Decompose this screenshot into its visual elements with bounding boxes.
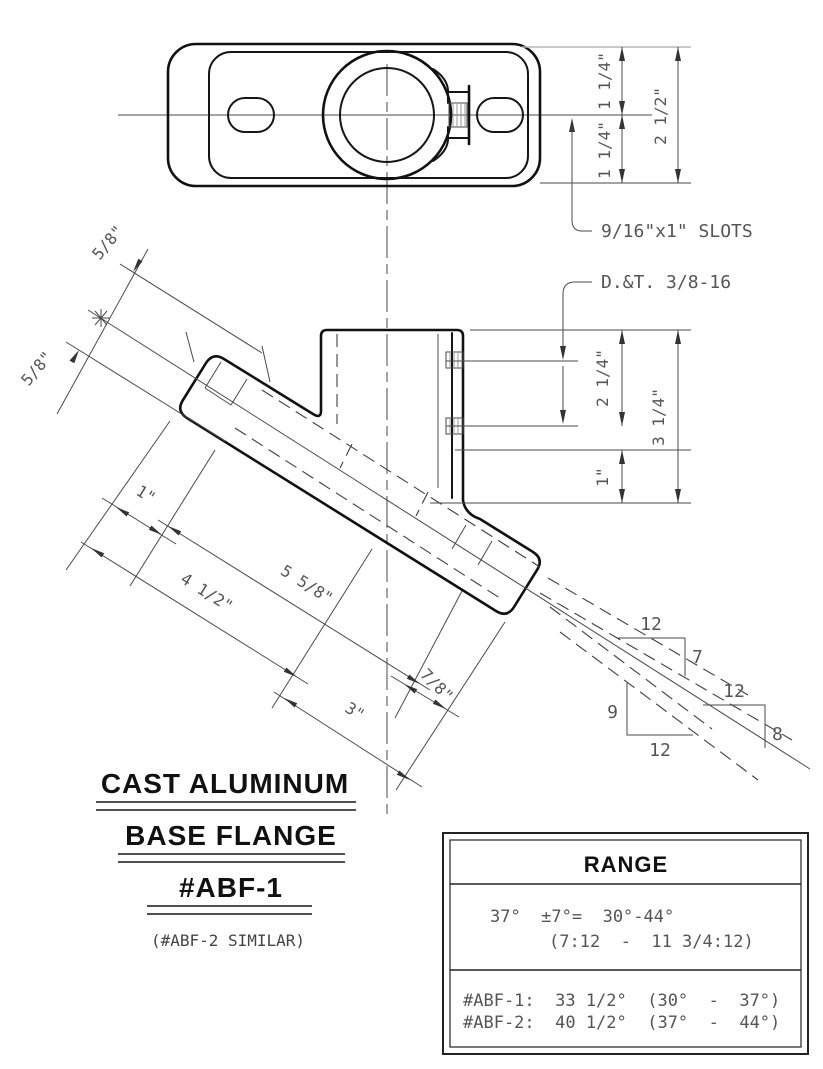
slope-triangle-12-8: 12 8 (703, 681, 783, 748)
pinch-screw (448, 102, 468, 128)
arrowhead (619, 47, 625, 61)
socket-hidden-detail (185, 331, 541, 601)
slope-triangle-12-7: 12 7 (618, 614, 703, 676)
dim-span-a-label: 4 1/2" (177, 569, 236, 616)
pipe-range-dashed-3 (559, 631, 759, 781)
arrowhead (91, 548, 105, 558)
clamp-boss-bore-circle (339, 67, 435, 163)
t1-rise-label: 7 (692, 647, 703, 668)
left-slot (227, 97, 275, 133)
arrowhead (168, 526, 182, 536)
side-view (178, 328, 542, 616)
pipe-hidden-upper-edge (261, 389, 541, 568)
pipe-axis-line (87, 309, 811, 770)
side-view-outline (178, 328, 542, 616)
slots-callout-label: 9/16"x1" SLOTS (601, 221, 753, 242)
arrowhead (133, 258, 143, 272)
arrowhead (284, 698, 298, 708)
similar-note: (#ABF-2 SIMILAR) (151, 931, 305, 950)
slope-triangle-9-12: 9 12 (607, 683, 693, 761)
arrowhead (432, 699, 446, 709)
dim-span-c-label: 3" (342, 698, 368, 724)
dim-boss-height-label: 3 1/4" (649, 388, 668, 446)
pipe-range-dashed-1 (539, 592, 793, 741)
pipe-range-dashed-2 (547, 577, 749, 696)
arrowhead (619, 489, 625, 503)
dim-offset-upper-label: 5/8" (88, 222, 127, 264)
arrowhead (396, 770, 410, 780)
range-abf2: #ABF-2: 40 1/2° (37° - 44°) (463, 1013, 780, 1033)
range-abf1: #ABF-1: 33 1/2° (30° - 37°) (463, 991, 780, 1011)
tap-callout-label: D.&T. 3/8-16 (601, 272, 731, 293)
tap-leader (562, 281, 592, 352)
range-table-outer-border (442, 832, 809, 1055)
arrowhead (675, 489, 681, 503)
slots-leader (571, 126, 592, 232)
dim-offset-lower-label: 5/8" (17, 348, 56, 390)
range-header: RANGE (584, 852, 668, 877)
dim-overall-width-label: 2 1/2" (651, 87, 670, 145)
arrowhead (116, 507, 130, 517)
arrowhead (619, 169, 625, 183)
arrowhead (619, 412, 625, 426)
arrowhead (619, 330, 625, 344)
dim-bottom-half-label: 1 1/4" (595, 121, 614, 179)
arrowhead (619, 450, 625, 464)
arrowhead (619, 101, 625, 115)
offset-dim-line (56, 248, 149, 415)
side-dimensions-lower-left: 1" 4 1/2" 5 5/8" 3" 7/8" (65, 420, 506, 791)
arrowhead (283, 667, 297, 677)
arrowhead (675, 47, 681, 61)
arrowhead (569, 118, 575, 132)
arrowhead (619, 115, 625, 129)
pipe-axis-and-slopes: 12 7 9 12 12 8 (87, 309, 811, 781)
base-plate-outline (166, 42, 542, 188)
side-dimensions-right: 2 1/4" 3 1/4" 1" D.&T. 3/8-16 (430, 272, 731, 504)
pipe-hidden-lower-edge (234, 427, 504, 601)
t3-run-label: 12 (723, 681, 745, 702)
range-nominal: 37° ±7°= 30°-44° (490, 907, 674, 927)
base-plate-top-face (208, 51, 529, 179)
dim-top-half-label: 1 1/4" (595, 52, 614, 110)
right-slot (476, 97, 524, 133)
arrowhead (404, 684, 418, 694)
arrowhead (69, 350, 79, 364)
centerlines (118, 64, 652, 820)
t2-run-label: 12 (649, 740, 671, 761)
material-title: CAST ALUMINUM (101, 768, 349, 799)
dim-base-height-label: 1" (593, 467, 612, 486)
tapped-hole-upper (445, 351, 464, 369)
arrowhead (675, 169, 681, 183)
t3-rise-label: 8 (772, 724, 783, 745)
range-table: RANGE 37° ±7°= 30°-44° (7:12 - 11 3/4:12… (442, 832, 809, 1055)
arrowhead (148, 525, 162, 535)
arrowhead (560, 346, 566, 360)
part-number-title: #ABF-1 (179, 872, 283, 903)
part-title: BASE FLANGE (125, 820, 337, 851)
arrowhead (675, 330, 681, 344)
pipe-range-dashed-4 (549, 606, 713, 730)
arrowhead (560, 410, 566, 424)
t1-run-label: 12 (640, 614, 662, 635)
top-view (166, 42, 542, 188)
t2-rise-label: 9 (607, 702, 618, 723)
range-pitch: (7:12 - 11 3/4:12) (549, 932, 754, 952)
clamp-boss-outer-circle (321, 49, 453, 181)
clamp-ear (432, 68, 471, 162)
arrowhead (406, 674, 420, 684)
top-view-dimensions: 1 1/4" 1 1/4" 2 1/2" 9/16"x1" SLOTS (522, 46, 753, 242)
side-dimensions-upper-left: 5/8" 5/8" (17, 222, 263, 442)
range-table-inner-border (449, 839, 802, 1048)
reference-asterisk (92, 309, 110, 327)
title-block: CAST ALUMINUM BASE FLANGE #ABF-1 (#ABF-2… (96, 768, 356, 950)
dim-tap-depth-label: 2 1/4" (593, 349, 612, 407)
dim-end-margin-label: 1" (133, 481, 159, 507)
